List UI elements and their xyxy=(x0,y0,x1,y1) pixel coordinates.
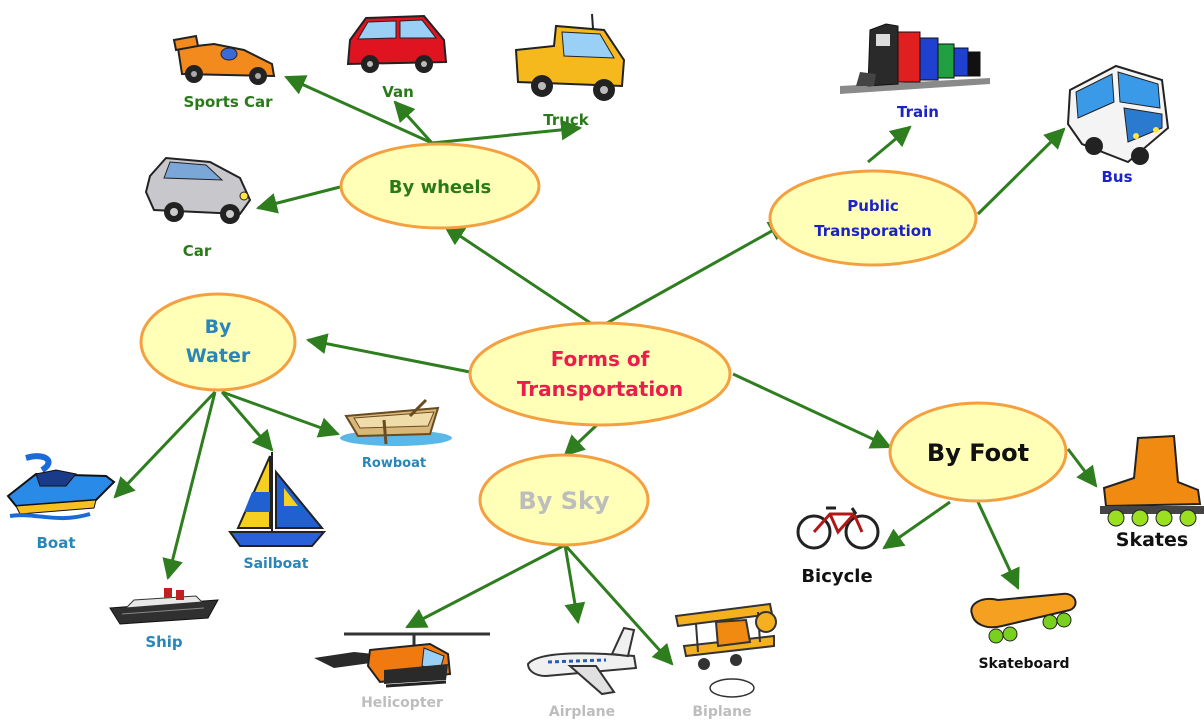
bubbles xyxy=(139,142,1068,547)
label-skates: Skates xyxy=(1116,529,1188,551)
sky-label: By Sky xyxy=(518,487,610,515)
water-line2: Water xyxy=(186,345,251,367)
sailboat-icon xyxy=(228,452,327,547)
sky-bubble xyxy=(478,453,650,547)
arrow-center-public xyxy=(597,220,790,330)
public-bubble xyxy=(768,169,978,267)
truck-icon xyxy=(514,13,626,101)
label-biplane: Biplane xyxy=(692,704,751,720)
ship-icon xyxy=(109,588,219,625)
arrow-sky-helicopter xyxy=(405,543,566,629)
skate-icon xyxy=(1100,434,1204,527)
arrow-water-rowboat xyxy=(221,390,340,438)
label-train: Train xyxy=(897,103,939,121)
label-sailboat: Sailboat xyxy=(244,556,309,572)
bicycle-icon xyxy=(796,506,880,550)
arrow-center-wheels xyxy=(443,224,599,330)
arrow-wheels-van xyxy=(393,100,434,145)
arrow-sky-airplane xyxy=(563,544,586,625)
foot-bubble xyxy=(888,401,1068,503)
car-icon xyxy=(144,156,252,224)
water-bubble xyxy=(139,292,297,392)
wheels-bubble xyxy=(339,142,541,230)
label-bus: Bus xyxy=(1101,168,1132,186)
arrow-sky-biplane xyxy=(563,543,674,666)
label-airplane: Airplane xyxy=(549,704,615,720)
arrow-center-sky xyxy=(563,420,602,457)
label-van: Van xyxy=(382,83,414,101)
label-helicopter: Helicopter xyxy=(361,695,443,711)
label-boat: Boat xyxy=(36,534,75,552)
arrow-foot-bicycle xyxy=(882,500,951,550)
arrow-wheels-car xyxy=(255,185,341,214)
van-icon xyxy=(346,14,448,73)
center-line2: Transportation xyxy=(517,377,683,401)
label-sports-car: Sports Car xyxy=(183,93,273,111)
public-line1: Public xyxy=(847,197,899,215)
arrow-water-sailboat xyxy=(220,391,274,452)
train-icon xyxy=(840,23,990,94)
water-line1: By xyxy=(205,316,232,338)
center-bubble xyxy=(468,321,732,427)
arrow-water-ship xyxy=(162,391,217,581)
label-skateboard: Skateboard xyxy=(978,656,1069,672)
center-line1: Forms of xyxy=(551,347,650,371)
arrow-center-foot xyxy=(732,372,892,449)
arrow-center-water xyxy=(305,333,471,374)
speedboat-icon xyxy=(6,453,116,521)
arrow-public-bus xyxy=(976,127,1066,216)
arrow-foot-skateboard xyxy=(976,501,1020,590)
connector-arrows xyxy=(113,75,1098,666)
label-car: Car xyxy=(183,242,212,260)
arrow-wheels-sportscar xyxy=(284,75,433,145)
arrow-foot-skates xyxy=(1066,448,1098,488)
biplane-icon xyxy=(674,602,777,698)
label-truck: Truck xyxy=(543,111,590,129)
label-bicycle: Bicycle xyxy=(801,566,872,587)
airplane-icon xyxy=(526,626,638,696)
arrow-water-boat xyxy=(113,390,217,499)
sports-car-icon xyxy=(172,34,276,85)
foot-label: By Foot xyxy=(927,439,1029,467)
wheels-label: By wheels xyxy=(389,177,491,198)
rowboat-icon xyxy=(340,398,452,446)
helicopter-icon xyxy=(314,632,490,688)
bus-icon xyxy=(1066,64,1170,165)
label-rowboat: Rowboat xyxy=(362,456,426,471)
skateboard-icon xyxy=(970,592,1077,644)
label-ship: Ship xyxy=(145,633,183,651)
arrow-public-train xyxy=(867,125,912,164)
arrow-wheels-truck xyxy=(431,119,583,145)
public-line2: Transporation xyxy=(814,222,932,240)
